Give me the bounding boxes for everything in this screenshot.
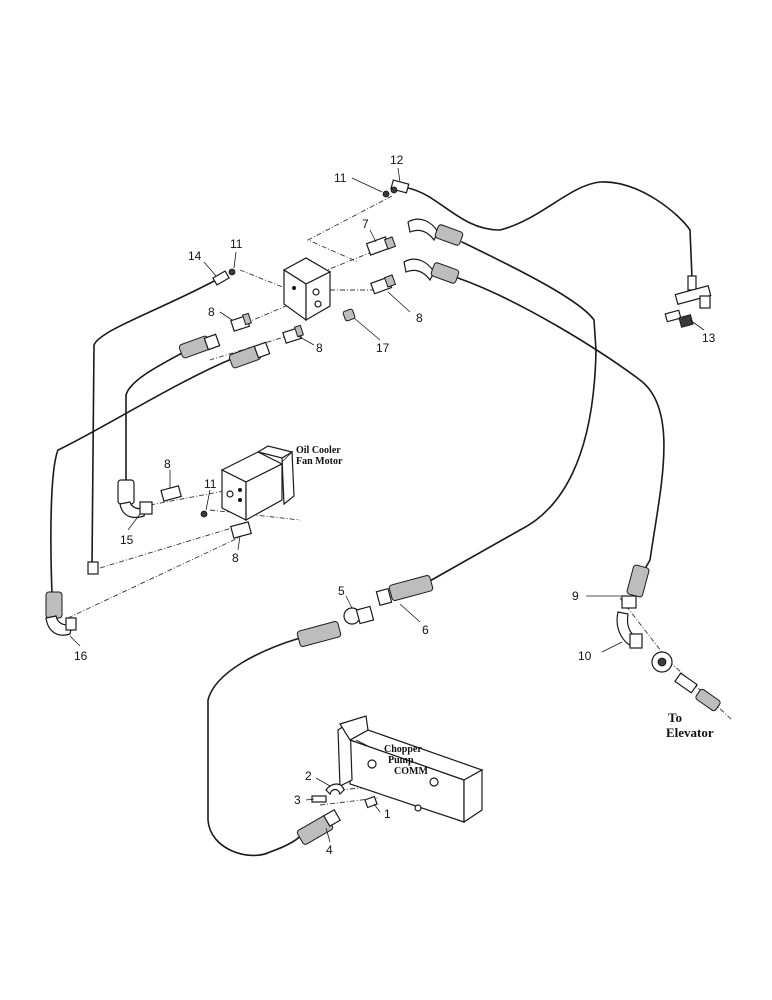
callout-4: 4 xyxy=(326,843,333,857)
oil-cooler-label-line1: Oil Cooler xyxy=(296,445,341,456)
chopper-label-line1: Chopper xyxy=(384,744,422,755)
fitting-8-left-a xyxy=(230,312,253,332)
hose-valve-to-elevator xyxy=(457,277,665,575)
hose-end-9 xyxy=(621,564,650,609)
oil-cooler-fan-motor xyxy=(220,445,295,522)
callout-5: 5 xyxy=(338,584,345,598)
callout-15: 15 xyxy=(120,533,134,547)
assembly-line-j xyxy=(67,537,239,619)
assembly-line-a xyxy=(306,195,393,263)
callout-9: 9 xyxy=(572,589,579,603)
elbow-fitting-10 xyxy=(616,611,643,649)
fitting-8-motor-top xyxy=(160,485,182,502)
hose-left-outer xyxy=(91,279,217,567)
hose-valve-to-chopper xyxy=(427,241,597,583)
hose-left-long-loop xyxy=(50,357,235,595)
callout-11-top: 11 xyxy=(334,171,347,185)
to-elevator-label-line1: To xyxy=(668,710,682,725)
callout-14: 14 xyxy=(188,249,202,263)
valve-block xyxy=(282,257,332,322)
fitting-8-upper-right xyxy=(370,274,397,295)
hose-left-inner xyxy=(125,351,185,485)
o-ring-11-motor xyxy=(200,510,208,518)
coupling-5 xyxy=(296,605,375,647)
plug-17 xyxy=(342,308,356,322)
o-ring-11-top xyxy=(382,190,390,198)
fitting-7 xyxy=(365,236,397,256)
hose-upper-right-loop xyxy=(407,181,693,279)
hose-end-left-a xyxy=(178,333,221,359)
coupling-6 xyxy=(375,575,434,607)
elevator-connector xyxy=(651,651,721,712)
fitting-14 xyxy=(212,270,230,286)
hose-end-4 xyxy=(296,808,342,845)
callout-2: 2 xyxy=(305,769,312,783)
elbow-fitting-16 xyxy=(45,591,77,636)
hose-chopper-loop xyxy=(207,637,305,857)
elbow-fitting-upper-1 xyxy=(407,218,464,246)
fitting-8-motor-bottom xyxy=(230,521,252,539)
callout-13: 13 xyxy=(702,331,716,345)
hose-end-lower-left xyxy=(87,561,99,575)
hose-end-left-b xyxy=(228,341,271,369)
tee-fitting-13 xyxy=(664,275,712,328)
callout-8-motor-bottom: 8 xyxy=(232,551,239,565)
bolt-3 xyxy=(311,795,327,803)
chopper-pump xyxy=(337,715,484,824)
fitting-8-left-b xyxy=(282,324,305,344)
callout-1: 1 xyxy=(384,807,391,821)
callout-11-motor: 11 xyxy=(204,477,217,491)
callout-16: 16 xyxy=(74,649,88,663)
callout-11-left: 11 xyxy=(230,237,243,251)
oil-cooler-label-line2: Fan Motor xyxy=(296,456,343,467)
callout-8-left-a: 8 xyxy=(208,305,215,319)
callout-8-left-b: 8 xyxy=(316,341,323,355)
o-ring-1 xyxy=(364,795,378,809)
callout-12: 12 xyxy=(390,153,404,167)
callout-7: 7 xyxy=(362,217,369,231)
o-ring-11-left xyxy=(228,268,236,276)
chopper-label-line2: Pump xyxy=(388,755,414,766)
fitting-12 xyxy=(390,179,410,194)
leader-lines xyxy=(69,167,705,843)
callout-8-motor-top: 8 xyxy=(164,457,171,471)
callout-17: 17 xyxy=(376,341,390,355)
assembly-line-c xyxy=(239,269,291,291)
elbow-fitting-upper-2 xyxy=(403,258,460,284)
clamp-2 xyxy=(325,783,345,796)
callout-6: 6 xyxy=(422,623,429,637)
to-elevator-label-line2: Elevator xyxy=(666,725,714,740)
callout-8-upper-right: 8 xyxy=(416,311,423,325)
callout-10: 10 xyxy=(578,649,592,663)
assembly-line-i xyxy=(99,526,236,569)
chopper-label-line3: COMM xyxy=(394,766,428,777)
callout-3: 3 xyxy=(294,793,301,807)
elbow-fitting-15 xyxy=(117,479,153,519)
